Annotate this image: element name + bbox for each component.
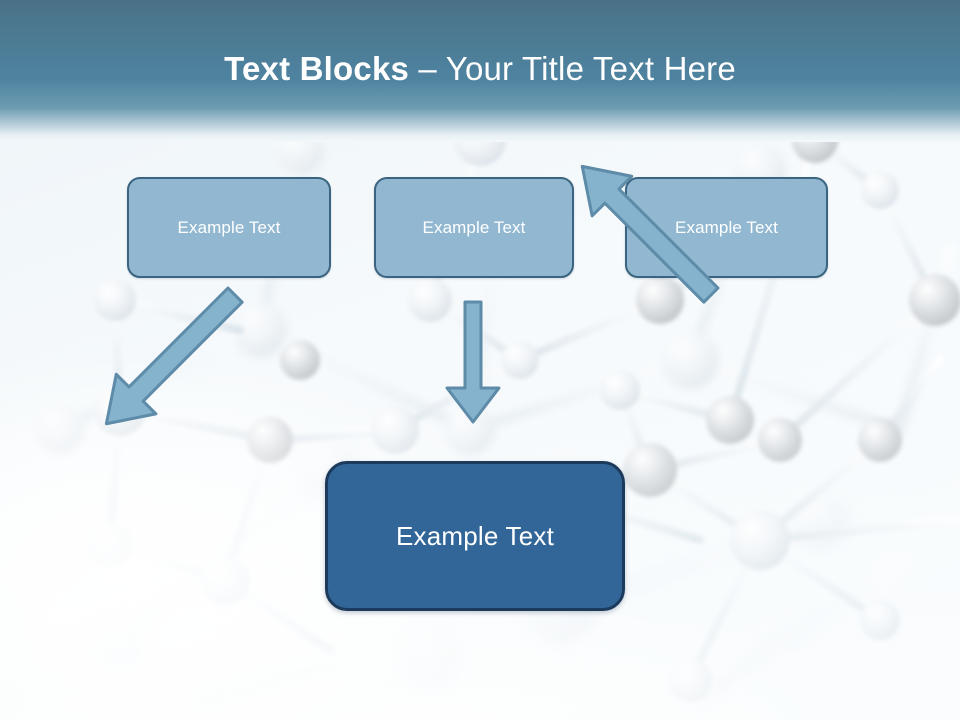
text-block-1-label: Example Text bbox=[177, 217, 281, 237]
text-block-2[interactable]: Example Text bbox=[374, 177, 574, 278]
page-title: Text Blocks – Your Title Text Here bbox=[0, 50, 960, 88]
page-title-separator: – bbox=[409, 50, 446, 87]
main-text-block-label: Example Text bbox=[396, 520, 554, 551]
page-title-bold: Text Blocks bbox=[224, 50, 410, 87]
text-block-1[interactable]: Example Text bbox=[127, 177, 331, 278]
page-title-regular: Your Title Text Here bbox=[445, 50, 736, 87]
text-block-3-label: Example Text bbox=[675, 217, 778, 237]
text-block-2-label: Example Text bbox=[422, 217, 526, 237]
text-block-3[interactable]: Example Text bbox=[625, 177, 828, 278]
slide-header-band: Text Blocks – Your Title Text Here bbox=[0, 0, 960, 142]
main-text-block[interactable]: Example Text bbox=[325, 461, 625, 611]
